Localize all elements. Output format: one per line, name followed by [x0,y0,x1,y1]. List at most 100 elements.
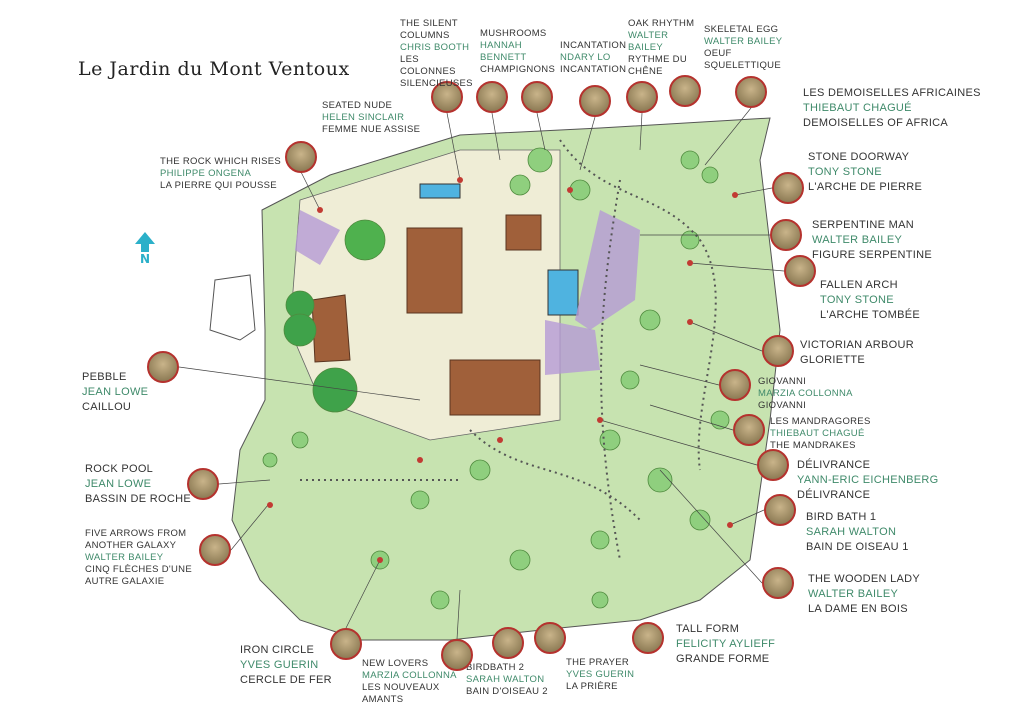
sculpture-french: Délivrance [797,489,871,501]
sculpture-label-bird-bath-1: Bird Bath 1Sarah WaltonBain de oiseau 1 [806,510,909,555]
sculpture-label-victorian-arbour: Victorian ArbourGloriette [800,338,914,368]
north-label: N [140,252,151,266]
sculpture-french: La pierre qui pousse [160,180,277,191]
sculpture-title: Incantation [560,40,627,51]
sculpture-photo-tall-form[interactable] [632,622,664,654]
sculpture-french: Les nouveaux amants [362,682,440,705]
sculpture-french: Demoiselles of Africa [803,117,949,129]
map-title: Le Jardin du Mont Ventoux [78,58,350,80]
sculpture-photo-new-lovers[interactable] [441,639,473,671]
lavender-bed-2 [545,320,600,375]
sculpture-artist: Sarah Walton [806,526,897,538]
sculpture-photo-rock-pool[interactable] [187,468,219,500]
sculpture-photo-mushrooms[interactable] [521,81,553,113]
sculpture-label-mushrooms: MushroomsHannah BennettChampignons [480,28,556,76]
sculpture-french: Femme nue assise [322,124,421,135]
sculpture-artist: Walter Bailey [808,588,899,600]
sculpture-title: The Prayer [566,657,630,668]
sculpture-photo-incantation[interactable] [579,85,611,117]
sculpture-artist: Yves Guerin [566,669,635,680]
outbuilding-roof [505,214,542,251]
sculpture-french: Gloriette [800,354,866,366]
sculpture-title: Pebble [82,371,127,383]
sculpture-title: Mushrooms [480,28,547,39]
sculpture-artist: Marzia Collonna [758,388,853,399]
sculpture-title: Victorian Arbour [800,339,915,351]
sculpture-photo-birdbath-2[interactable] [492,627,524,659]
sculpture-photo-giovanni[interactable] [719,369,751,401]
sculpture-title: Délivrance [797,459,871,471]
leader-lines [178,107,785,640]
sculpture-photo-pebble[interactable] [147,351,179,383]
sculpture-title: Les Demoiselles Africaines [803,87,981,99]
sculpture-artist: Jean Lowe [82,386,149,398]
sculpture-photo-iron-circle[interactable] [330,628,362,660]
sculpture-label-skeletal-egg: Skeletal EggWalter BaileyOeuf squelettiq… [704,24,798,72]
sculpture-photo-mandragores[interactable] [733,414,765,446]
swimming-pool [547,269,579,316]
sculpture-photo-rock-rises[interactable] [285,141,317,173]
sculpture-label-demoiselles: Les Demoiselles AfricainesThiebaut Chagu… [803,86,981,131]
sculpture-artist: Philippe Ongena [160,168,252,179]
sculpture-french: Bassin de roche [85,493,191,505]
sculpture-french: Oeuf squelettique [704,48,781,71]
sculpture-french: The Mandrakes [770,440,856,451]
top-pool [419,183,461,199]
sculpture-photo-five-arrows[interactable] [199,534,231,566]
sculpture-photo-seated-nude[interactable] [431,81,463,113]
sculpture-photo-serpentine-man[interactable] [770,219,802,251]
sculpture-french: Les colonnes silencieuses [400,54,473,89]
sculpture-label-giovanni: GiovanniMarzia CollonnaGiovanni [758,376,853,412]
sculpture-artist: Chris Booth [400,42,470,53]
sculpture-markers [267,177,738,563]
sculpture-title: The Rock which rises [160,156,282,167]
sculpture-artist: Thiebaut Chagué [770,428,865,439]
sculpture-french: Cinq flèches d'une autre galaxie [85,564,192,587]
sculpture-label-oak-rhythm: Oak RhythmWalter BaileyRythme du chêne [628,18,700,78]
sculpture-artist: Helen Sinclair [322,112,405,123]
sculpture-label-serpentine-man: Serpentine ManWalter BaileyFigure serpen… [812,218,932,263]
sculpture-artist: Walter Bailey [628,30,669,53]
sculpture-label-stone-doorway: Stone DoorwayTony StoneL'arche de pierre [808,150,922,195]
sculpture-label-new-lovers: New LoversMarzia CollonnaLes nouveaux am… [362,658,458,706]
sculpture-label-seated-nude: Seated NudeHelen SinclairFemme nue assis… [322,100,420,136]
sculpture-photo-demoiselles[interactable] [735,76,767,108]
sculpture-photo-victorian-arbour[interactable] [762,335,794,367]
sculpture-title: Tall Form [676,623,740,635]
sculpture-artist: Tony Stone [808,166,882,178]
sculpture-photo-skeletal-egg[interactable] [669,75,701,107]
sculpture-photo-fallen-arch[interactable] [784,255,816,287]
sculpture-label-mandragores: Les MandragoresThiebaut ChaguéThe Mandra… [770,416,871,452]
sculpture-photo-delivrance[interactable] [757,449,789,481]
sculpture-french: L'arche tombée [820,309,921,321]
sculpture-french: Caillou [82,401,132,413]
sculpture-label-birdbath-2: Birdbath 2Sarah WaltonBain d'oiseau 2 [466,662,558,698]
sculpture-photo-silent-columns[interactable] [476,81,508,113]
sculpture-artist: Tony Stone [820,294,894,306]
sculpture-photo-stone-doorway[interactable] [772,172,804,204]
sculpture-photo-prayer[interactable] [534,622,566,654]
parking-area [209,274,256,341]
sculpture-french: Champignons [480,64,556,75]
sculpture-artist: Felicity Aylieff [676,638,776,650]
sculpture-title: Five Arrows from another Galaxy [85,528,187,551]
sculpture-photo-oak-rhythm[interactable] [626,81,658,113]
sculpture-french: La prière [566,681,618,692]
sculpture-artist: Sarah Walton [466,674,545,685]
sculpture-photo-wooden-lady[interactable] [762,567,794,599]
sculpture-artist: Jean Lowe [85,478,152,490]
sculpture-label-tall-form: Tall FormFelicity AylieffGrande forme [676,622,775,667]
sculpture-label-wooden-lady: The Wooden LadyWalter BaileyLa dame en b… [808,572,920,617]
sculpture-title: Skeletal Egg [704,24,779,35]
sculpture-title: Birdbath 2 [466,662,525,673]
lower-house-roof [449,359,541,416]
north-arrow-icon [135,232,155,252]
sculpture-photo-bird-bath-1[interactable] [764,494,796,526]
sculpture-artist: Walter Bailey [812,234,903,246]
sculpture-artist: Yves Guerin [240,659,319,671]
sculpture-french: Giovanni [758,400,807,411]
sculpture-french: Incantation [560,64,627,75]
sculpture-label-prayer: The PrayerYves GuerinLa prière [566,657,634,693]
